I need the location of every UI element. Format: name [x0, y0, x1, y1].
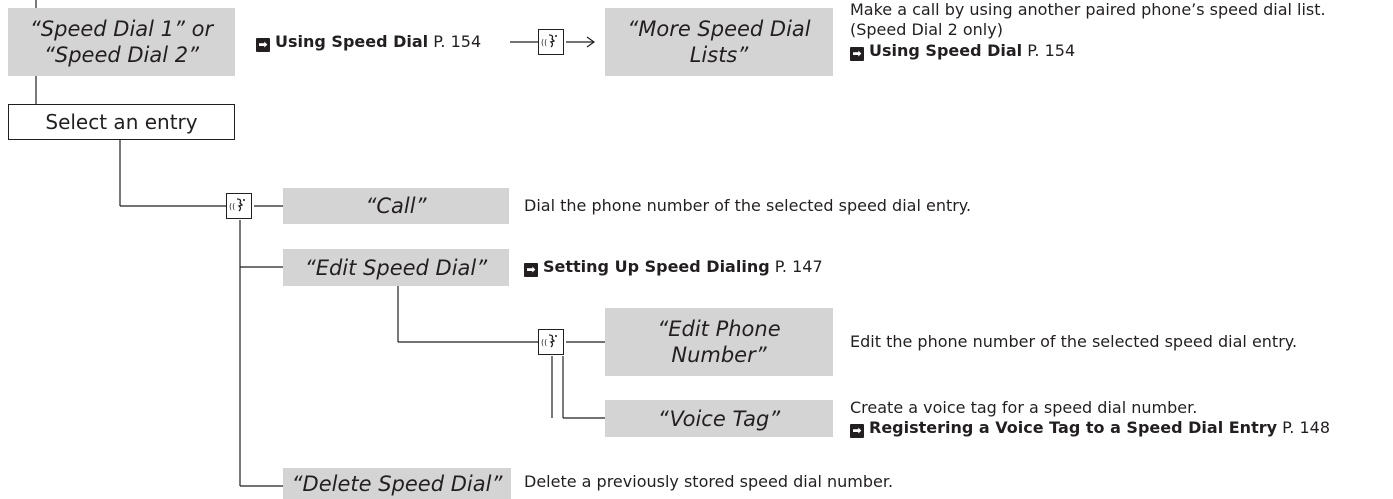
using-speed-dial-reference-2[interactable]: ➡ Using Speed Dial P. 154: [850, 41, 1075, 61]
edit-speed-dial-command: “Edit Speed Dial”: [283, 249, 509, 286]
call-command: “Call”: [283, 188, 509, 224]
more-speed-dial-lists-command: “More Speed Dial Lists”: [605, 8, 833, 76]
reference-title: Setting Up Speed Dialing: [543, 257, 770, 276]
reference-page: P. 148: [1282, 418, 1331, 437]
more-lists-description: Make a call by using another paired phon…: [850, 0, 1326, 19]
setting-up-speed-dialing-reference[interactable]: ➡ Setting Up Speed Dialing P. 147: [524, 257, 823, 277]
reference-arrow-icon: ➡: [850, 424, 864, 438]
using-speed-dial-reference[interactable]: ➡ Using Speed Dial P. 154: [256, 32, 481, 52]
reference-title: Registering a Voice Tag to a Speed Dial …: [869, 418, 1278, 437]
svg-text:((: ((: [541, 338, 547, 347]
svg-text:((: ((: [541, 38, 547, 47]
voice-command-icon: ((: [226, 193, 252, 219]
voice-tag-command: “Voice Tag”: [605, 400, 833, 437]
voice-command-icon: ((: [538, 29, 564, 55]
reference-page: P. 147: [774, 257, 823, 276]
edit-phone-number-command: “Edit Phone Number”: [605, 308, 833, 376]
svg-text:((: ((: [229, 202, 235, 211]
voice-command-icon: ((: [538, 329, 564, 355]
reference-page: P. 154: [433, 32, 482, 51]
reference-arrow-icon: ➡: [850, 47, 864, 61]
select-entry-step: Select an entry: [8, 104, 235, 140]
speed-dial-1-or-2-command: “Speed Dial 1” or “Speed Dial 2”: [8, 8, 235, 76]
call-description: Dial the phone number of the selected sp…: [524, 196, 972, 215]
edit-phone-number-description: Edit the phone number of the selected sp…: [850, 332, 1298, 351]
reference-title: Using Speed Dial: [275, 32, 429, 51]
delete-speed-dial-command: “Delete Speed Dial”: [283, 468, 511, 499]
reference-arrow-icon: ➡: [524, 263, 538, 277]
more-lists-note: (Speed Dial 2 only): [850, 20, 1003, 39]
reference-arrow-icon: ➡: [256, 38, 270, 52]
registering-voice-tag-reference[interactable]: ➡ Registering a Voice Tag to a Speed Dial…: [850, 418, 1330, 438]
reference-title: Using Speed Dial: [869, 41, 1023, 60]
voice-tag-description: Create a voice tag for a speed dial numb…: [850, 398, 1198, 417]
reference-page: P. 154: [1027, 41, 1076, 60]
delete-speed-dial-description: Delete a previously stored speed dial nu…: [524, 472, 894, 491]
